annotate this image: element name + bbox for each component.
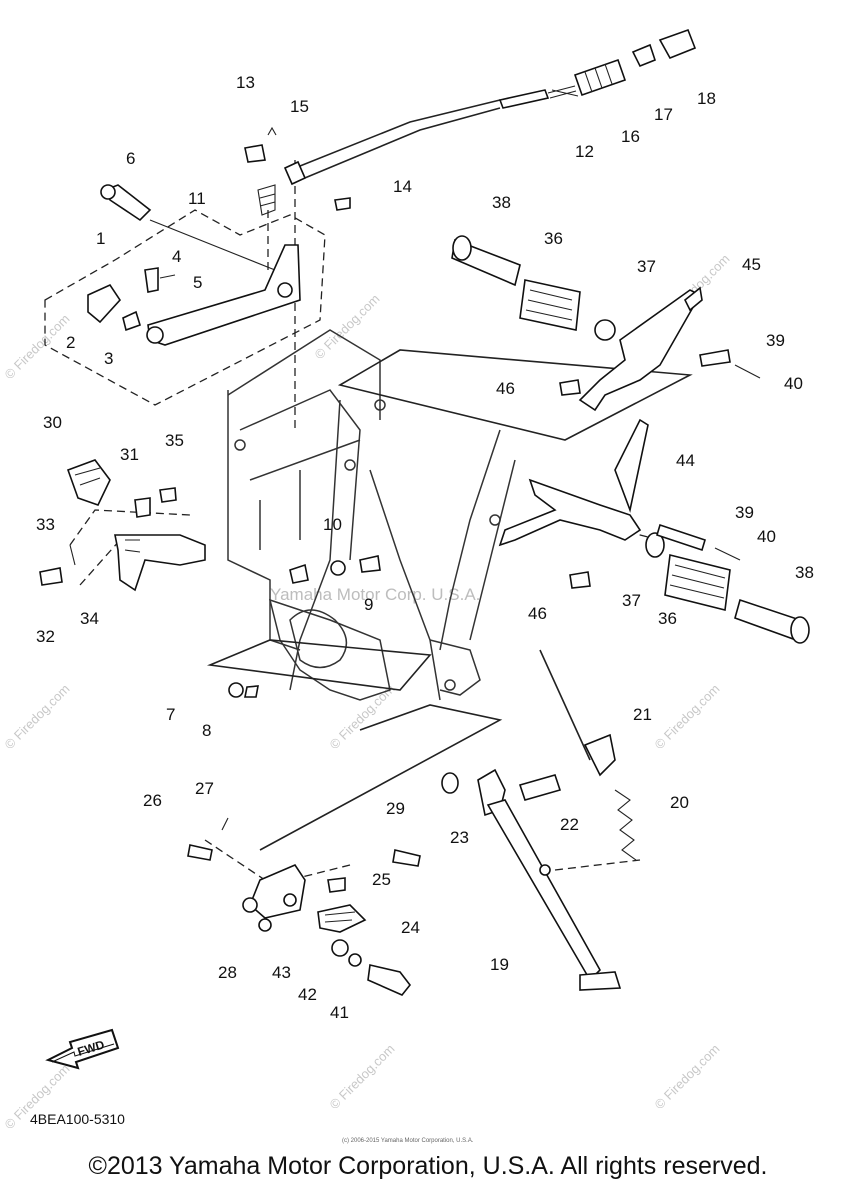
small-print: (c) 2006-2015 Yamaha Motor Corporation, …	[342, 1138, 474, 1144]
part-label: 35	[165, 431, 184, 450]
forward-arrow-icon: FWD	[45, 1028, 120, 1070]
part-label: 45	[742, 255, 761, 274]
part-label: 17	[654, 105, 673, 124]
part-label: 31	[120, 445, 139, 464]
part-label: 6	[126, 149, 135, 168]
part-label: 25	[372, 870, 391, 889]
part-label: 14	[393, 177, 412, 196]
part-label: 27	[195, 779, 214, 798]
part-label: 28	[218, 963, 237, 982]
part-label: 38	[795, 563, 814, 582]
copyright-notice: ©2013 Yamaha Motor Corporation, U.S.A. A…	[88, 1152, 768, 1180]
part-label: 13	[236, 73, 255, 92]
part-label: 22	[560, 815, 579, 834]
sidestand	[441, 733, 637, 991]
part-label: 7	[166, 705, 175, 724]
part-label: 20	[670, 793, 689, 812]
frame-outline	[227, 329, 516, 701]
part-label: 24	[401, 918, 420, 937]
part-label: 38	[492, 193, 511, 212]
part-label: 37	[637, 257, 656, 276]
part-label: 15	[290, 97, 309, 116]
watermark-main: Yamaha Motor Corp. U.S.A.	[270, 585, 480, 604]
diagram-code: 4BEA100-5310	[30, 1111, 125, 1127]
part-label: 3	[104, 349, 113, 368]
part-label: 16	[621, 127, 640, 146]
part-label: 26	[143, 791, 162, 810]
part-label: 44	[676, 451, 695, 470]
part-label: 37	[622, 591, 641, 610]
part-label: 8	[202, 721, 211, 740]
part-label: 23	[450, 828, 469, 847]
watermark-site: © Firedog.com	[327, 1041, 398, 1112]
watermark-site: © Firedog.com	[2, 681, 73, 752]
brake-bracket	[187, 817, 421, 996]
part-label: 10	[323, 515, 342, 534]
rear-footrest-upper	[451, 235, 761, 412]
watermark-site: © Firedog.com	[652, 1041, 723, 1112]
part-label: 11	[188, 189, 206, 208]
shift-pedal-assembly	[87, 184, 301, 346]
part-label: 9	[364, 595, 373, 614]
part-label: 19	[490, 955, 509, 974]
part-label: 39	[735, 503, 754, 522]
part-label: 30	[43, 413, 62, 432]
part-label: 46	[496, 379, 515, 398]
watermark-site: © Firedog.com	[312, 291, 383, 362]
part-label: 42	[298, 985, 317, 1004]
part-label: 41	[330, 1003, 349, 1022]
part-label: 43	[272, 963, 291, 982]
front-footrest	[39, 459, 206, 592]
watermark-site: © Firedog.com	[2, 311, 73, 382]
part-label: 21	[633, 705, 652, 724]
part-label: 33	[36, 515, 55, 534]
part-label: 40	[784, 374, 803, 393]
part-label: 18	[697, 89, 716, 108]
centre-fasteners	[228, 555, 381, 698]
part-label: 36	[658, 609, 677, 628]
part-label: 34	[80, 609, 99, 628]
watermark-site: © Firedog.com	[652, 681, 723, 752]
part-label: 12	[575, 142, 594, 161]
shift-rod	[244, 28, 697, 211]
part-label: 39	[766, 331, 785, 350]
rear-footrest-lower	[498, 418, 810, 644]
part-label: 2	[66, 333, 75, 352]
part-label: 46	[528, 604, 547, 623]
part-label: 4	[172, 247, 181, 266]
part-label: 5	[193, 273, 202, 292]
part-number-labels: 1 2 3 4 5 6 7 8 9 10 11 12 13 14 15 16 1…	[36, 73, 814, 1022]
part-label: 29	[386, 799, 405, 818]
part-label: 40	[757, 527, 776, 546]
part-label: 1	[96, 229, 105, 248]
part-label: 32	[36, 627, 55, 646]
part-label: 36	[544, 229, 563, 248]
